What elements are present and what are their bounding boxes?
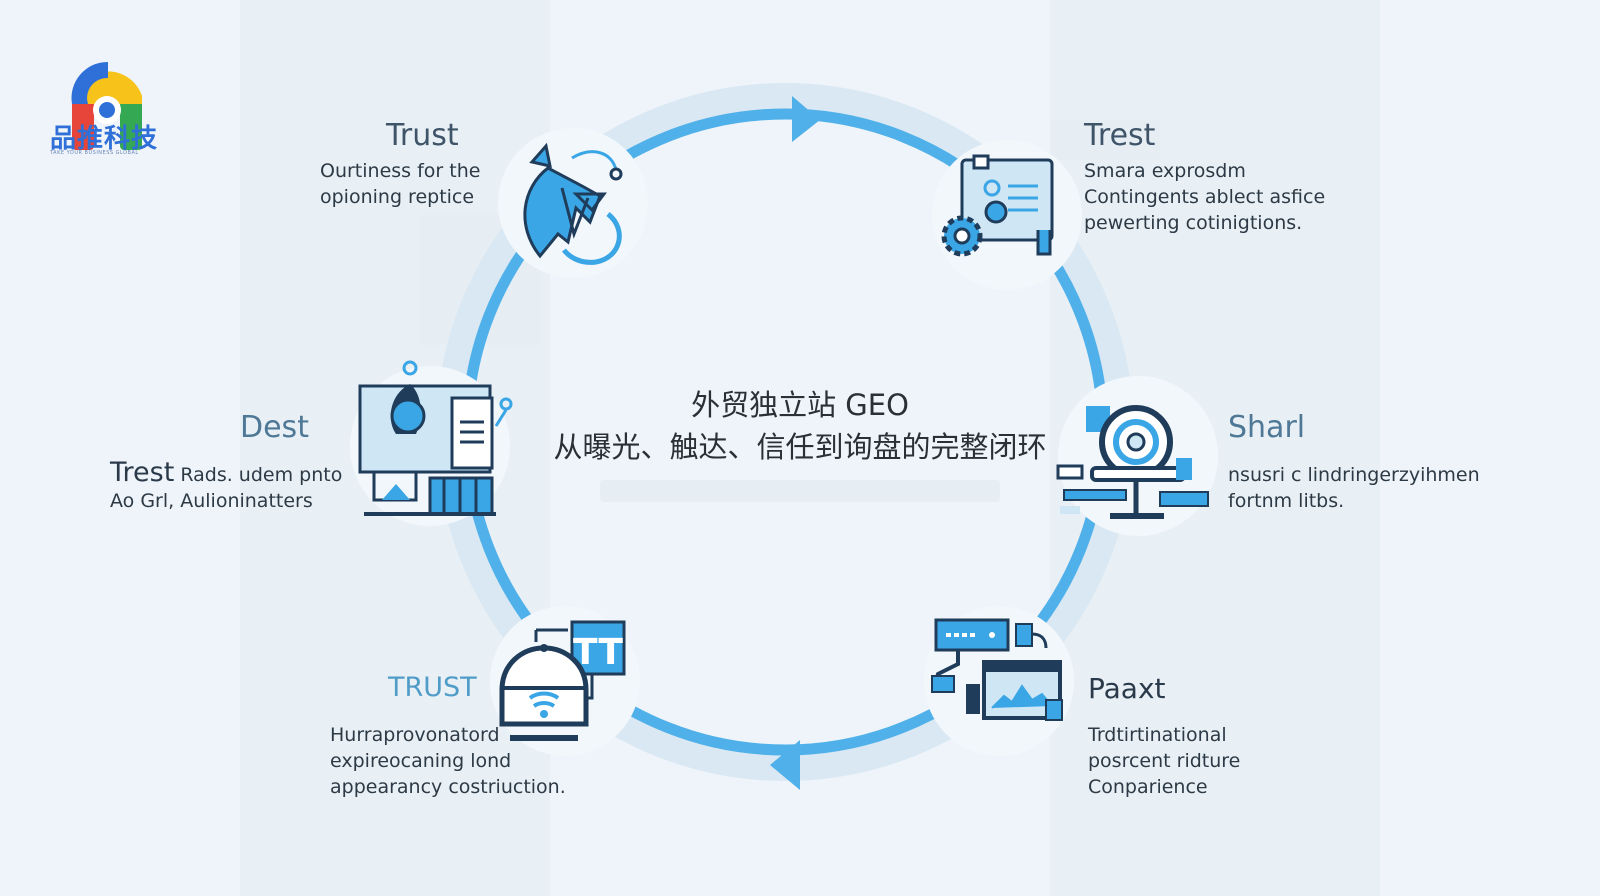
node-right-desc-line: fortnm litbs. <box>1228 490 1345 512</box>
brand-tagline: TAKE YOUR BUSINESS GLOBAL <box>50 150 139 156</box>
node-right-desc: nsusri c lindringerzyihmen fortnm litbs. <box>1228 462 1480 514</box>
node-bottom-left-desc-line: Hurraprovonatord <box>330 724 500 746</box>
target-pedestal-icon <box>1056 405 1209 519</box>
monitor-analytics-icon <box>931 618 1063 721</box>
node-bottom-right-desc-line: Conparience <box>1088 776 1208 798</box>
center-title-line1: 外贸独立站 GEO <box>691 388 909 422</box>
node-bottom-left-desc-line: appearancy costriuction. <box>330 776 566 798</box>
logo-red-leg <box>72 94 94 150</box>
center-title-shadow <box>600 480 1000 502</box>
center-title: 外贸独立站 GEO 从曝光、触达、信任到询盘的完整闭环 <box>500 384 1100 468</box>
node-top-right-desc-line: Smara exprosdm <box>1084 160 1246 182</box>
node-bottom-right-title: Paaxt <box>1088 672 1166 705</box>
center-title-line2: 从曝光、触达、信任到询盘的完整闭环 <box>553 430 1047 464</box>
arrow-top-icon <box>792 96 820 142</box>
node-top-left-title: Trust <box>386 118 459 153</box>
node-bottom-left-desc: Hurraprovonatord expireocaning lond appe… <box>330 722 566 800</box>
node-bottom-right-desc-line: posrcent ridture <box>1088 750 1241 772</box>
node-right-desc-line: nsusri c lindringerzyihmen <box>1228 464 1480 486</box>
brand-logo <box>71 61 142 150</box>
background-panel <box>1050 120 1160 160</box>
node-bottom-right-desc: Trdtirtinational posrcent ridture Conpar… <box>1088 722 1240 800</box>
logo-core <box>99 102 115 118</box>
node-left-title: Dest <box>240 410 309 445</box>
node-bottom-left-desc-line: expireocaning lond <box>330 750 512 772</box>
node-right-title: Sharl <box>1228 410 1306 445</box>
robot-signal-icon: TT <box>499 620 626 741</box>
brand-name: 品推科技 <box>50 124 159 154</box>
node-left-bold-label: Trest <box>110 457 175 488</box>
node-bottom-right-desc-line: Trdtirtinational <box>1088 724 1227 746</box>
node-bottom-left-title: TRUST <box>388 672 477 703</box>
document-gear-icon <box>941 154 1054 257</box>
node-top-right-title: Trest <box>1084 118 1156 153</box>
node-top-right-desc-line: pewerting cotinigtions. <box>1084 212 1303 234</box>
presentation-board-icon <box>358 360 513 516</box>
chart-shield-icon <box>523 142 623 265</box>
node-left-desc-line: Rads. udem pnto <box>180 464 343 486</box>
node-top-left-desc-line: Ourtiness for the <box>320 160 481 182</box>
node-top-left-desc: Ourtiness for the opioning reptice <box>320 158 480 210</box>
node-left-desc-row: Trest Rads. udem pnto <box>110 457 343 488</box>
node-left-desc-line: Ao Grl, Aulioninatters <box>110 490 313 512</box>
logo-blue-arc <box>71 61 108 104</box>
arrow-bottom-icon <box>770 740 800 790</box>
node-left-desc: Trest Rads. udem pnto Ao Grl, Aulioninat… <box>110 457 343 514</box>
node-top-right-desc-line: Contingents ablect asfice <box>1084 186 1326 208</box>
node-top-left-desc-line: opioning reptice <box>320 186 475 208</box>
node-top-right-desc: Smara exprosdm Contingents ablect asfice… <box>1084 158 1325 236</box>
logo-green-leg <box>120 94 142 150</box>
